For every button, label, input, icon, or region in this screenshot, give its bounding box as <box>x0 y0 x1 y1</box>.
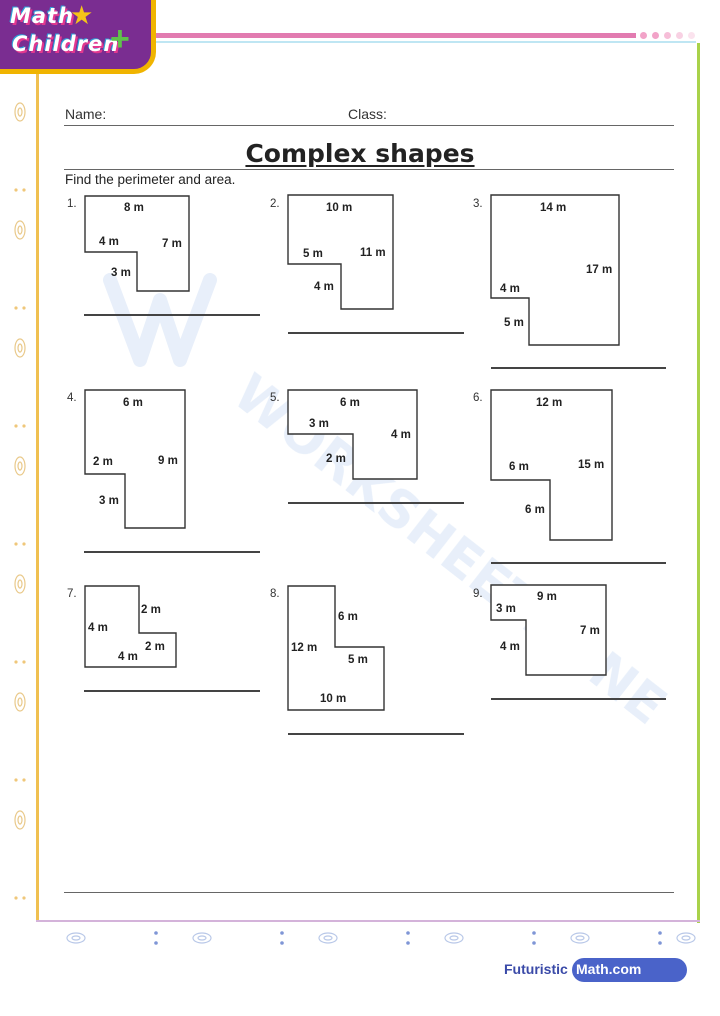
class-label: Class: <box>348 106 387 122</box>
side-label: 7 m <box>162 238 182 250</box>
shape-4: 6 m 2 m 9 m 3 m <box>84 389 186 529</box>
shape-8: 6 m 12 m 5 m 10 m <box>287 585 385 711</box>
side-label: 2 m <box>145 641 165 653</box>
answer-line[interactable] <box>84 551 260 553</box>
side-label: 10 m <box>326 202 352 214</box>
side-label: 4 m <box>391 429 411 441</box>
problem-number: 1. <box>67 198 77 210</box>
answer-line[interactable] <box>491 367 666 369</box>
answer-line[interactable] <box>288 332 464 334</box>
logo-text-line2: Children <box>12 32 120 56</box>
side-label: 3 m <box>309 418 329 430</box>
side-label: 9 m <box>537 591 557 603</box>
side-label: 8 m <box>124 202 144 214</box>
answer-line[interactable] <box>491 562 666 564</box>
answer-line[interactable] <box>288 502 464 504</box>
side-label: 5 m <box>303 248 323 260</box>
answer-line[interactable] <box>491 698 666 700</box>
decorative-dot <box>664 32 671 39</box>
side-label: 9 m <box>158 455 178 467</box>
side-label: 5 m <box>504 317 524 329</box>
problem-number: 7. <box>67 588 77 600</box>
shape-9: 9 m 3 m 7 m 4 m <box>490 584 607 676</box>
side-label: 10 m <box>320 693 346 705</box>
side-label: 6 m <box>123 397 143 409</box>
answer-line[interactable] <box>288 733 464 735</box>
bottom-border <box>36 920 700 922</box>
shape-6: 12 m 6 m 15 m 6 m <box>490 389 613 541</box>
decorative-dot <box>688 32 695 39</box>
left-border <box>36 74 39 920</box>
problem-number: 2. <box>270 198 280 210</box>
side-label: 15 m <box>578 459 604 471</box>
problem-number: 4. <box>67 392 77 404</box>
top-decorative-line <box>156 41 696 43</box>
side-label: 17 m <box>586 264 612 276</box>
side-label: 6 m <box>525 504 545 516</box>
shape-7: 2 m 4 m 2 m 4 m <box>84 585 177 668</box>
side-label: 14 m <box>540 202 566 214</box>
side-label: 4 m <box>88 622 108 634</box>
top-decorative-bar <box>156 33 636 38</box>
side-label: 7 m <box>580 625 600 637</box>
side-label: 4 m <box>500 283 520 295</box>
side-label: 4 m <box>99 236 119 248</box>
left-ornament <box>14 102 26 900</box>
answer-line[interactable] <box>84 314 260 316</box>
side-label: 5 m <box>348 654 368 666</box>
side-label: 2 m <box>141 604 161 616</box>
decorative-dot <box>676 32 683 39</box>
side-label: 12 m <box>291 642 317 654</box>
side-label: 3 m <box>111 267 131 279</box>
problem-number: 6. <box>473 392 483 404</box>
footer-pill: Math.com <box>572 958 687 982</box>
side-label: 6 m <box>338 611 358 623</box>
decorative-dot <box>640 32 647 39</box>
name-class-line[interactable] <box>64 125 674 126</box>
side-label: 3 m <box>496 603 516 615</box>
bottom-rule <box>64 892 674 893</box>
shape-1: 8 m 4 m 7 m 3 m <box>84 195 190 292</box>
side-label: 2 m <box>93 456 113 468</box>
side-label: 6 m <box>509 461 529 473</box>
plus-icon: + <box>110 20 130 58</box>
bottom-ornament <box>66 931 696 945</box>
problem-number: 9. <box>473 588 483 600</box>
page-title: Complex shapes <box>245 139 475 168</box>
answer-line[interactable] <box>84 690 260 692</box>
shape-3: 14 m 17 m 4 m 5 m <box>490 194 620 346</box>
problem-number: 3. <box>473 198 483 210</box>
star-icon: ★ <box>70 0 94 30</box>
instructions: Find the perimeter and area. <box>65 172 236 187</box>
footer-brand-text: Futuristic <box>504 961 568 977</box>
side-label: 2 m <box>326 453 346 465</box>
side-label: 12 m <box>536 397 562 409</box>
side-label: 4 m <box>500 641 520 653</box>
side-label: 4 m <box>314 281 334 293</box>
title-rule <box>64 169 674 170</box>
name-label: Name: <box>65 106 107 122</box>
side-label: 3 m <box>99 495 119 507</box>
right-border <box>697 43 700 923</box>
logo: ★ Math Children + <box>0 0 156 74</box>
side-label: 4 m <box>118 651 138 663</box>
shape-5: 6 m 3 m 4 m 2 m <box>287 389 418 480</box>
logo-text-line1: Math <box>10 4 75 28</box>
side-label: 6 m <box>340 397 360 409</box>
problem-number: 8. <box>270 588 280 600</box>
shape-2: 10 m 5 m 11 m 4 m <box>287 194 394 310</box>
side-label: 11 m <box>360 247 386 259</box>
decorative-dot <box>652 32 659 39</box>
problem-number: 5. <box>270 392 280 404</box>
